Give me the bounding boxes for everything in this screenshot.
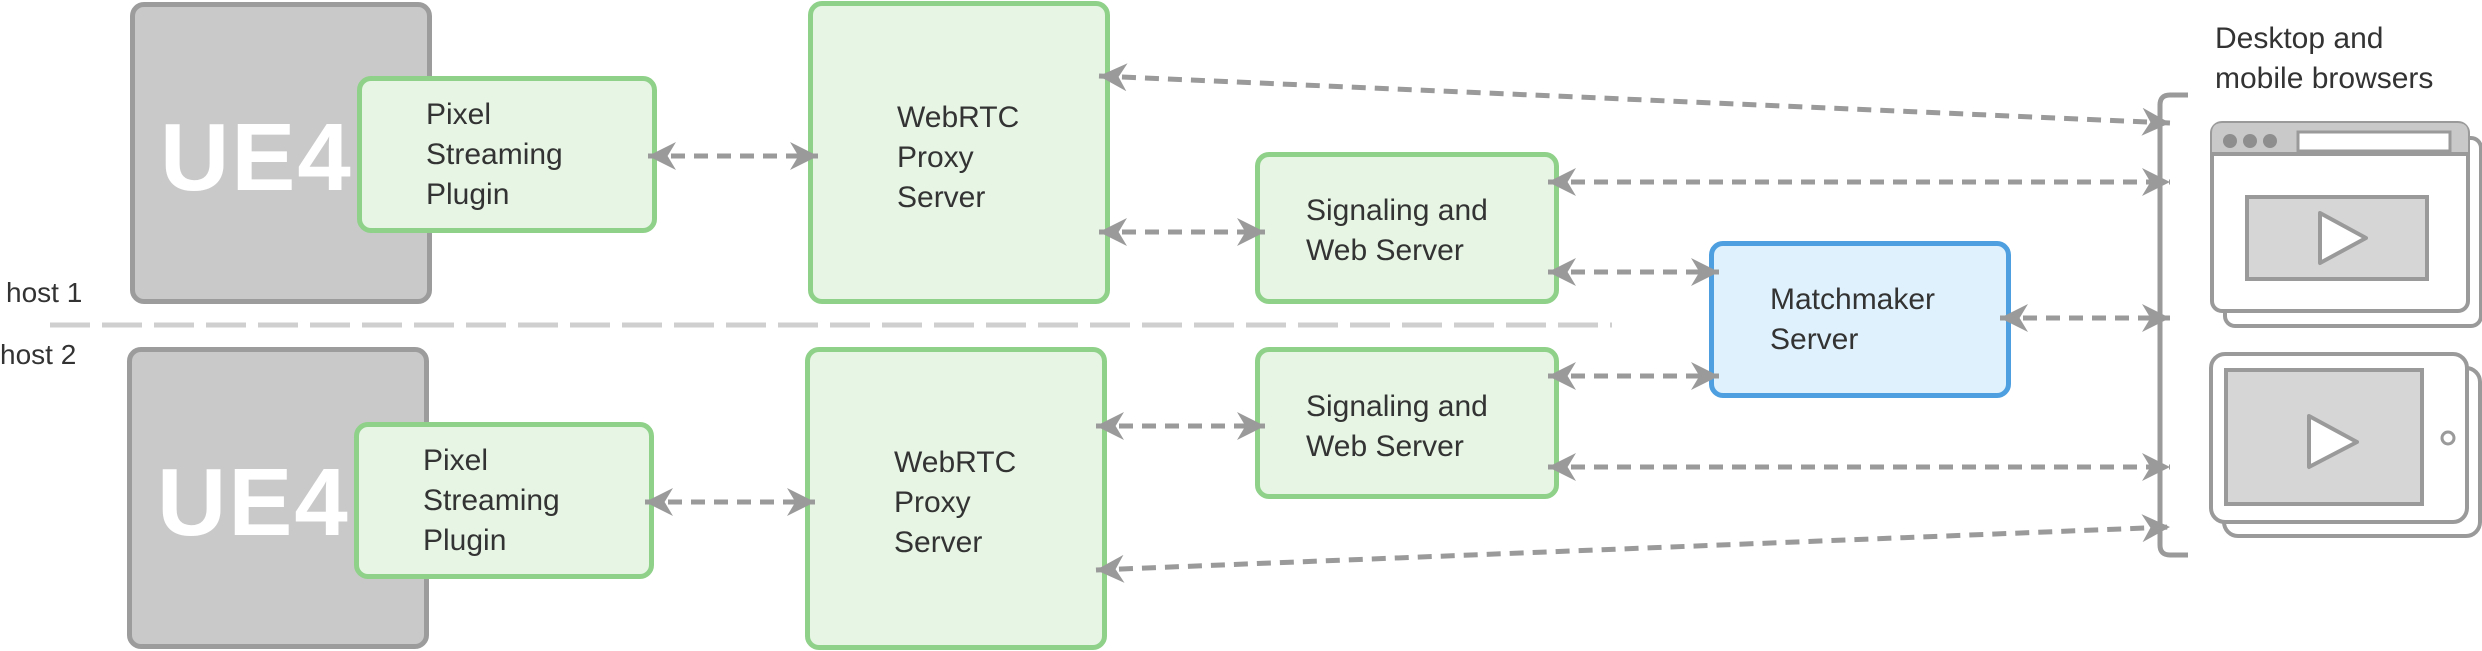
tablet-device-icon [2209,352,2482,538]
signaling-web-server-label-host-2: Signaling and Web Server [1306,390,1488,463]
webrtc-proxy-server-host-2 [805,347,1107,650]
host-1-label: host 1 [6,277,83,308]
signaling-web-server-host-2 [1255,347,1559,499]
webrtc-proxy-server-label-host-1: WebRTC Proxy Server [897,101,1020,214]
webrtc-proxy-server-label-host-2: WebRTC Proxy Server [894,446,1017,559]
arrow-proxy-browsers-host-1 [1098,63,2171,136]
ue4-label-host-1: UE4 [160,104,353,211]
browsers-bracket [2157,92,2188,558]
signaling-web-server-label-host-1: Signaling and Web Server [1306,194,1488,267]
host-2-label: host 2 [0,339,77,370]
play-icon [2307,414,2359,469]
ue4-label-host-2: UE4 [157,449,350,556]
arrow-proxy-browsers-host-2 [1095,514,2171,583]
webrtc-proxy-server-host-1 [808,1,1110,304]
pixel-streaming-plugin-host-2 [354,422,654,579]
matchmaker-server-label: Matchmaker Server [1770,283,1936,356]
pixel-streaming-plugin-label-host-1: Pixel Streaming Plugin [426,98,563,211]
pixel-streaming-plugin-host-1 [357,76,657,233]
pixel-streaming-plugin-label-host-2: Pixel Streaming Plugin [423,444,560,557]
matchmaker-server [1709,241,2011,398]
signaling-web-server-host-1 [1255,152,1559,304]
desktop-mobile-browsers-label: Desktop and mobile browsers [2215,22,2434,95]
desktop-browser-window-icon [2210,121,2482,328]
play-icon [2318,211,2368,265]
